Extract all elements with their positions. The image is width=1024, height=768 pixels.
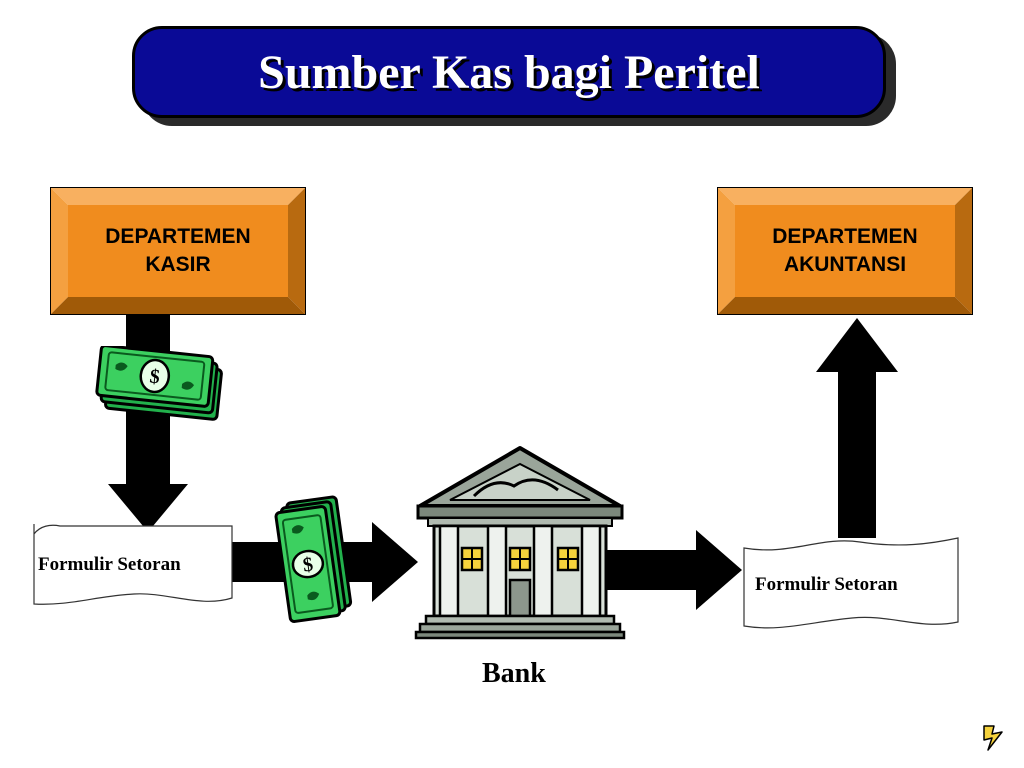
bank-label: Bank — [482, 658, 546, 689]
money-icon: $ — [274, 495, 353, 623]
form-left-label: Formulir Setoran — [38, 554, 181, 575]
form-document-right-shape — [743, 537, 959, 629]
form-document-left-shape — [33, 524, 233, 605]
title-box: Sumber Kas bagi Peritel — [132, 26, 886, 118]
bank-building-icon — [414, 446, 626, 640]
svg-text:$: $ — [149, 366, 161, 389]
dept-cashier-box: DEPARTEMEN KASIR — [50, 187, 306, 315]
dept-cashier-label: DEPARTEMEN KASIR — [105, 225, 251, 276]
dept-accounting-label: DEPARTEMEN AKUNTANSI — [772, 225, 918, 276]
lightning-icon[interactable] — [980, 724, 1010, 752]
page-title: Sumber Kas bagi Peritel — [258, 45, 760, 99]
form-right-label: Formulir Setoran — [755, 574, 898, 595]
arrow-bank-to-form — [606, 530, 742, 610]
arrow-up-to-accounting — [816, 318, 898, 538]
dept-box-bevel — [717, 187, 973, 315]
dept-accounting-box: DEPARTEMEN AKUNTANSI — [717, 187, 973, 315]
title-banner: Sumber Kas bagi Peritel — [132, 26, 896, 126]
svg-text:$: $ — [302, 553, 315, 576]
money-icon: $ — [95, 346, 223, 421]
dept-box-bevel — [50, 187, 306, 315]
